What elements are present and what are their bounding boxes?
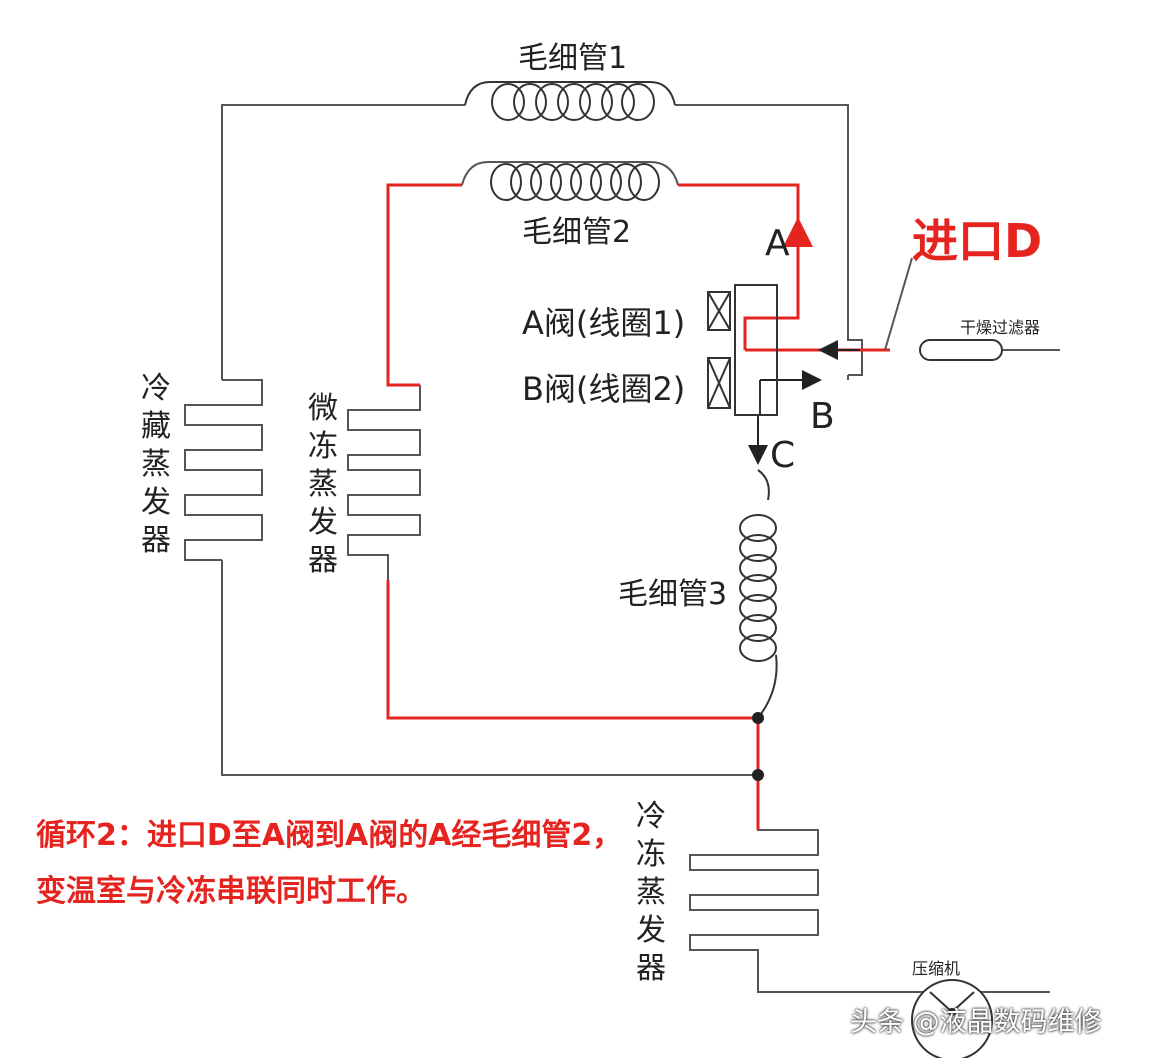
capillary-2-coil — [461, 161, 679, 201]
junction-dot — [752, 712, 764, 724]
vertical-char: 藏 — [141, 409, 171, 444]
vertical-char: 发 — [636, 913, 666, 948]
junction-dot — [752, 769, 764, 781]
micro-freeze-evaporator-coil — [347, 385, 421, 580]
capillary-1-label: 毛细管1 — [518, 41, 627, 76]
active-path — [386, 183, 913, 830]
vertical-char: 发 — [141, 485, 171, 520]
freezer-evaporator-label: 冷冻蒸发器 — [633, 798, 669, 988]
vertical-char: 蒸 — [636, 875, 666, 910]
cycle-caption: 循环2：进口D至A阀到A阀的A经毛细管2，变温室与冷冻串联同时工作。 — [36, 818, 623, 909]
vertical-char: 微 — [308, 391, 338, 426]
fridge-evaporator-label: 冷藏蒸发器 — [138, 370, 174, 560]
capillary-3-coil — [739, 469, 778, 719]
port-a-label: A — [765, 223, 790, 264]
vertical-char: 发 — [308, 505, 338, 540]
vertical-char: 蒸 — [308, 467, 338, 502]
micro-freeze-evaporator-label: 微冻蒸发器 — [305, 390, 341, 580]
valve-b-label: B阀(线圈2) — [522, 370, 685, 408]
inlet-d-label: 进口D — [912, 214, 1043, 268]
compressor-label: 压缩机 — [912, 959, 960, 978]
vertical-char: 冷 — [636, 799, 666, 834]
vertical-char: 器 — [308, 543, 338, 578]
capillary-1-coil — [464, 81, 676, 121]
vertical-char: 冻 — [308, 429, 338, 464]
capillary-3-label: 毛细管3 — [618, 577, 727, 612]
watermark: 头条 @液晶数码维修 — [850, 1007, 1102, 1038]
vertical-char: 器 — [141, 523, 171, 558]
port-b-label: B — [810, 396, 835, 437]
coil-1-icon — [707, 291, 731, 331]
vertical-char: 器 — [636, 951, 666, 986]
compressor-icon — [911, 979, 993, 1058]
solenoid-valve — [707, 284, 778, 418]
outer-circuit — [221, 104, 1060, 993]
valve-a-label: A阀(线圈1) — [522, 304, 685, 342]
capillary-2-label: 毛细管2 — [522, 215, 631, 250]
dryer-filter-icon — [919, 339, 1003, 361]
port-c-label: C — [770, 435, 795, 476]
coil-2-icon — [707, 357, 731, 409]
vertical-char: 冷 — [141, 371, 171, 406]
vertical-char: 蒸 — [141, 447, 171, 482]
fridge-evaporator-coil — [184, 379, 263, 561]
dryer-filter-label: 干燥过滤器 — [960, 318, 1040, 337]
vertical-char: 冻 — [636, 837, 666, 872]
